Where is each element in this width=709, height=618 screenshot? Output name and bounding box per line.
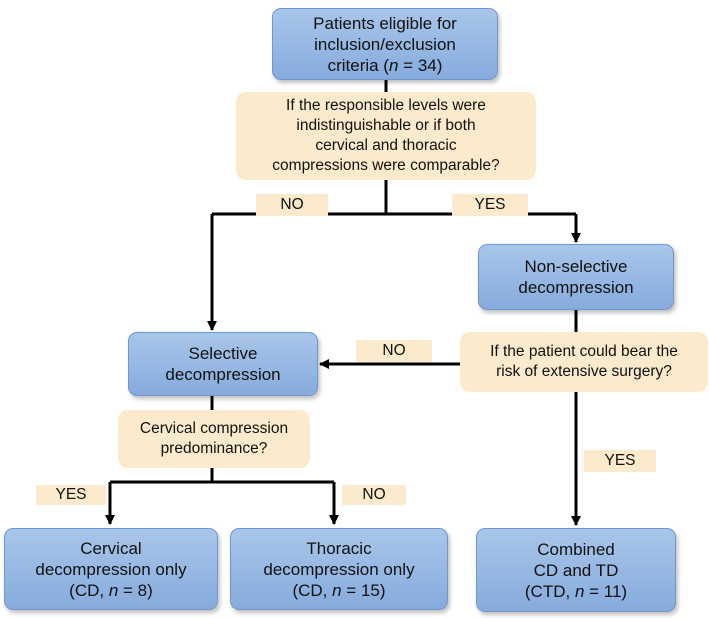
node-cervical-line-1: Cervical [80, 538, 142, 558]
node-thoracic-line-2: decompression only [263, 559, 415, 579]
node-eligible-patients: Patients eligible for inclusion/exclusio… [272, 8, 498, 80]
node-cervical-line-3: (CD, n = 8) [69, 580, 153, 600]
node-selective-decompression: Selective decompression [128, 332, 318, 396]
question-cervical-predominance: Cervical compression predominance? [118, 410, 310, 468]
question-extensive-surgery-risk: If the patient could bear the risk of ex… [460, 332, 708, 392]
node-thoracic-line-3: (CD, n = 15) [292, 580, 386, 600]
node-selective-line-1: Selective [188, 344, 258, 363]
node-eligible-line-3: criteria (n = 34) [327, 55, 443, 75]
edge-label-yes-cervical: YES [36, 485, 106, 505]
node-eligible-line-2: inclusion/exclusion [314, 34, 456, 54]
question-levels-indistinguishable: If the responsible levels were indisting… [236, 92, 536, 180]
node-non-selective-decompression: Non-selective decompression [478, 244, 674, 310]
node-cervical-decompression-only: Cervical decompression only (CD, n = 8) [4, 528, 218, 610]
node-non-selective-line-1: Non-selective [524, 257, 628, 276]
edge-label-no-risk: NO [356, 340, 432, 362]
node-combined-line-2: CD and TD [533, 560, 619, 580]
node-non-selective-line-2: decompression [518, 278, 634, 297]
node-selective-line-2: decompression [165, 365, 281, 384]
node-eligible-line-1: Patients eligible for [313, 13, 457, 33]
node-thoracic-line-1: Thoracic [306, 538, 372, 558]
edge-label-yes-levels: YES [452, 194, 528, 216]
node-combined-line-1: Combined [537, 539, 615, 559]
edge-label-yes-risk: YES [584, 450, 656, 472]
edge-label-no-cervical: NO [342, 485, 406, 505]
edge-label-no-levels: NO [256, 194, 328, 216]
node-combined-cd-td: Combined CD and TD (CTD, n = 11) [476, 528, 676, 612]
node-cervical-line-2: decompression only [35, 559, 187, 579]
node-combined-line-3: (CTD, n = 11) [524, 581, 628, 601]
node-thoracic-decompression-only: Thoracic decompression only (CD, n = 15) [230, 528, 448, 610]
